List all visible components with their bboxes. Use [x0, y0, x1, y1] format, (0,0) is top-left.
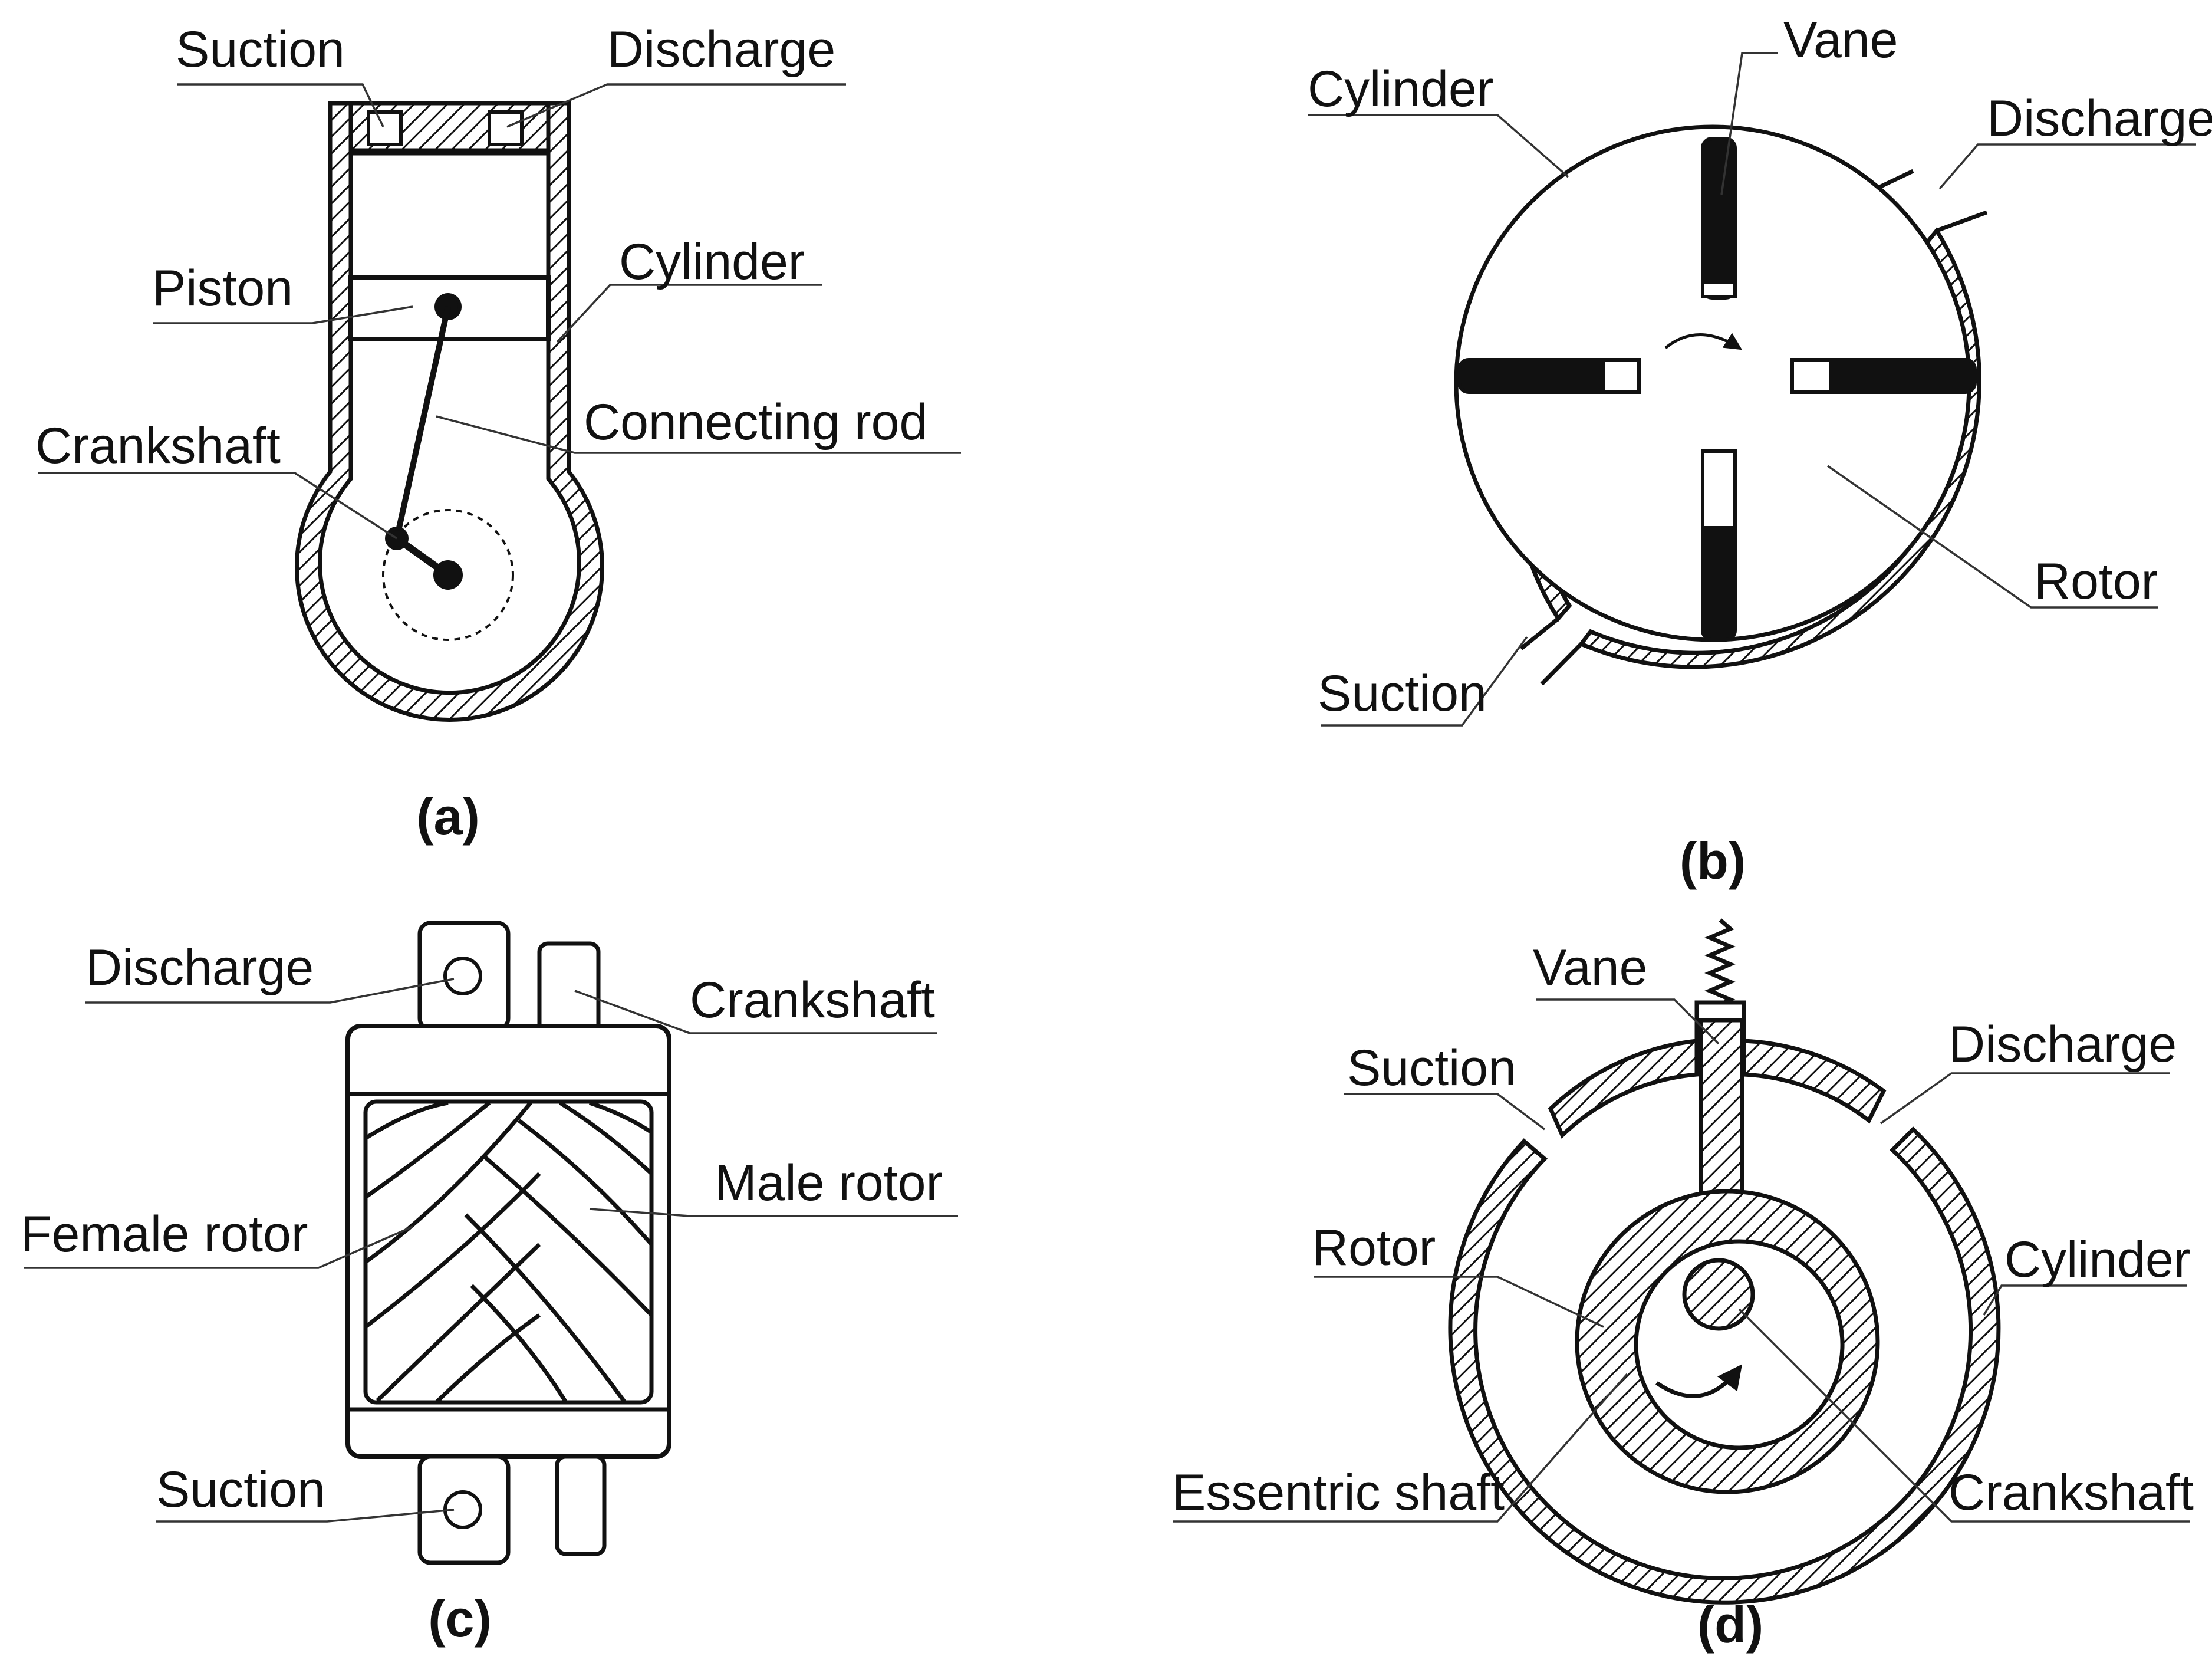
c-label-suction: Suction [156, 1461, 325, 1518]
d-label-crankshaft: Crankshaft [1948, 1464, 2194, 1521]
b-discharge-port-lip-1 [1874, 169, 1914, 192]
c-label-crankshaft: Crankshaft [690, 972, 935, 1028]
d-label-eccentric-shaft: Essentric shaft [1172, 1464, 1505, 1521]
d-label-rotor: Rotor [1312, 1220, 1436, 1276]
d-cylinder-top-right [1742, 1039, 1887, 1124]
a-leader-piston [153, 305, 413, 324]
b-label-rotor: Rotor [2034, 553, 2158, 610]
a-leader-discharge [506, 83, 846, 128]
b-rotation-arrow [1664, 333, 1743, 350]
a-suction-port [367, 110, 403, 146]
b-leader-cylinder [1308, 114, 1569, 178]
d-spring [1704, 918, 1736, 1008]
a-discharge-port [488, 110, 524, 146]
a-connecting-rod [394, 305, 451, 540]
a-leader-crankshaft [38, 472, 397, 540]
d-cylinder-wall [1448, 1126, 2001, 1605]
d-label-vane: Vane [1533, 939, 1647, 996]
b-vane-right [1790, 358, 1977, 394]
a-label-discharge: Discharge [607, 21, 835, 78]
panel-a-reciprocating: Suction Discharge Piston Cylinder Cranks… [35, 21, 961, 846]
c-leader-female-rotor [24, 1225, 413, 1269]
c-male-rotor [464, 1100, 653, 1404]
b-label-cylinder: Cylinder [1308, 61, 1493, 117]
b-caption: (b) [1680, 832, 1746, 890]
d-leader-suction [1344, 1093, 1546, 1131]
b-suction-port-lip-1 [1519, 617, 1560, 650]
a-leader-connecting-rod [436, 415, 961, 454]
a-label-cylinder: Cylinder [619, 234, 805, 290]
d-caption: (d) [1697, 1595, 1763, 1654]
panel-d-rolling-piston: Vane Suction Discharge Rotor Cylinder Es… [1172, 918, 2194, 1654]
c-label-male-rotor: Male rotor [715, 1155, 943, 1211]
c-leader-crankshaft [574, 990, 937, 1034]
a-caption: (a) [416, 787, 480, 846]
c-leader-discharge [85, 978, 455, 1004]
c-label-discharge: Discharge [85, 939, 314, 996]
d-leader-cylinder [1983, 1284, 2187, 1316]
c-leader-suction [156, 1509, 455, 1523]
b-label-discharge: Discharge [1987, 90, 2212, 147]
b-label-vane: Vane [1783, 12, 1898, 68]
d-crankshaft [1682, 1258, 1755, 1331]
panel-b-rotary-vane: Cylinder Vane Discharge Rotor Suction (b… [1308, 12, 2212, 890]
b-vane-left [1457, 358, 1641, 394]
d-leader-crankshaft [1738, 1308, 2190, 1523]
d-label-discharge: Discharge [1948, 1016, 2177, 1073]
d-leader-discharge [1879, 1072, 2170, 1125]
d-cylinder-top-left [1548, 1039, 1699, 1139]
a-cylinder-housing [295, 101, 604, 722]
b-leader-vane [1720, 52, 1778, 195]
a-label-piston: Piston [152, 260, 293, 317]
c-caption: (c) [428, 1589, 492, 1648]
b-leader-rotor [1827, 465, 2158, 609]
a-label-suction: Suction [176, 21, 345, 78]
d-rotation-arrow [1655, 1364, 1743, 1398]
b-leader-suction [1321, 636, 1528, 727]
c-discharge-port [443, 957, 482, 995]
a-label-connecting-rod: Connecting rod [584, 394, 927, 451]
b-vane-top [1701, 137, 1737, 300]
c-rotor-chamber [363, 1099, 654, 1405]
a-crank-circle [382, 509, 514, 641]
d-leader-rotor [1314, 1276, 1604, 1328]
a-leader-suction [177, 83, 384, 127]
panel-c-screw: Discharge Crankshaft Male rotor Female r… [21, 921, 958, 1648]
d-rotor [1575, 1189, 1880, 1494]
b-vane-bottom [1701, 449, 1737, 642]
b-leader-discharge [1938, 143, 2196, 190]
d-vane [1698, 1018, 1744, 1200]
b-discharge-port-lip-2 [1936, 210, 1988, 233]
d-leader-vane [1536, 998, 1720, 1045]
c-leader-male-rotor [589, 1208, 958, 1217]
b-label-suction: Suction [1318, 665, 1487, 722]
c-female-rotor [364, 1100, 541, 1404]
c-label-female-rotor: Female rotor [21, 1206, 308, 1263]
b-suction-port-lip-2 [1540, 642, 1583, 686]
a-leader-cylinder [556, 284, 822, 343]
d-leader-eccentric-shaft [1173, 1373, 1628, 1523]
d-label-suction: Suction [1347, 1040, 1516, 1096]
a-label-crankshaft: Crankshaft [35, 418, 281, 474]
c-crankshaft-bottom [555, 1454, 607, 1556]
d-label-cylinder: Cylinder [2004, 1231, 2190, 1288]
a-crankshaft-center [433, 560, 463, 590]
